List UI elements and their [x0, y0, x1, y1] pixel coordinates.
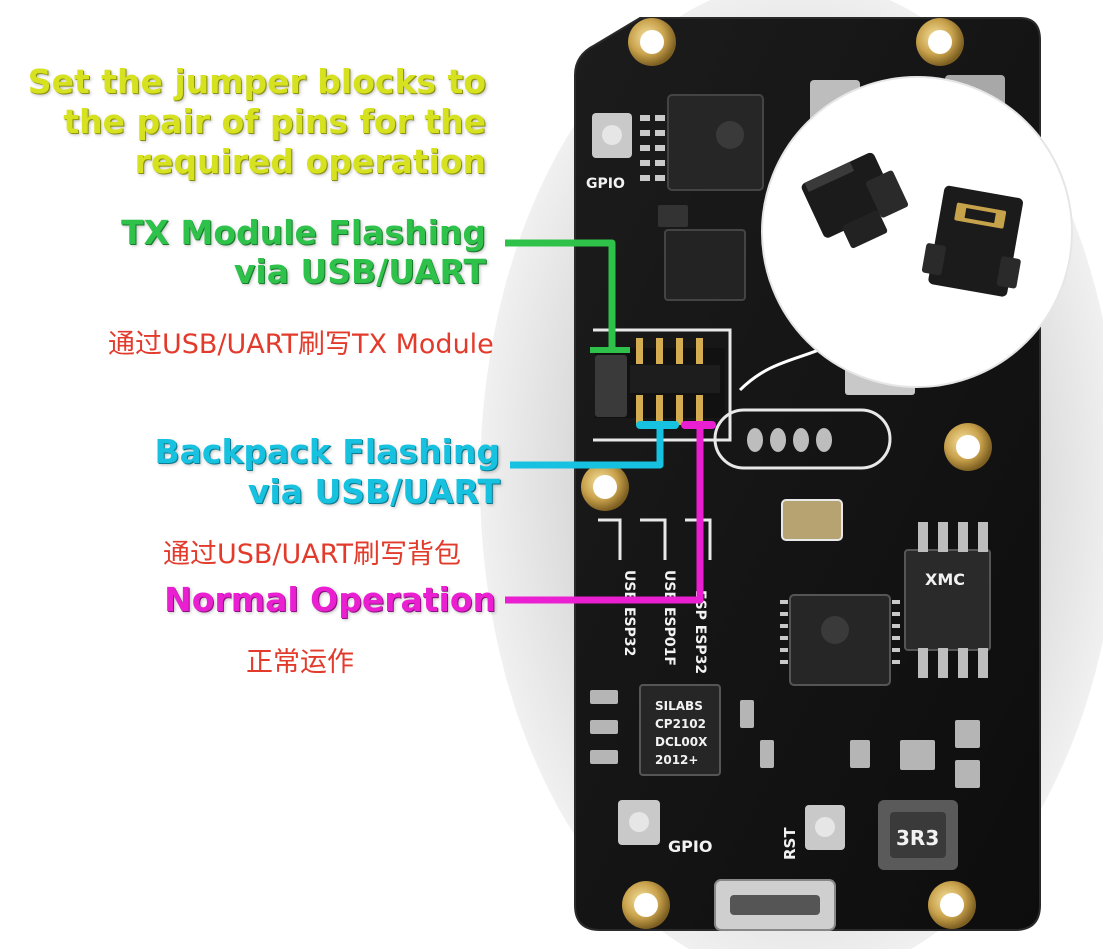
backpack-label-line1: Backpack Flashing — [154, 432, 500, 471]
mounting-hole — [916, 18, 964, 66]
silk-chip-line: CP2102 — [655, 717, 706, 731]
silk-xmc: XMC — [925, 570, 965, 589]
silk-usb-esp32: USB ESP32 — [621, 570, 637, 656]
mounting-hole — [622, 881, 670, 929]
mounting-hole — [628, 18, 676, 66]
silk-esp-esp32: ESP ESP32 — [692, 590, 708, 674]
headline-line: the pair of pins for the — [63, 102, 486, 141]
normal-leader-line — [505, 428, 704, 604]
backpack-label-chinese: 通过USB/UART刷写背包 — [163, 539, 462, 570]
silk-chip-line: 2012+ — [655, 753, 698, 767]
tx-label-line2: via USB/UART — [233, 252, 486, 291]
silk-gpio-top: GPIO — [586, 176, 625, 192]
headline-line: Set the jumper blocks to — [27, 62, 486, 101]
silk-usb-esp01f: USB ESP01F — [661, 570, 677, 666]
silk-chip-line: SILABS — [655, 699, 703, 713]
jumper-block-closeup — [761, 76, 1073, 388]
silk-inductor: 3R3 — [896, 826, 939, 850]
normal-label-chinese: 正常运作 — [246, 647, 354, 678]
silk-gpio-bottom: GPIO — [668, 837, 712, 856]
normal-label: Normal Operation — [164, 580, 496, 619]
mounting-hole — [928, 881, 976, 929]
tx-label-chinese: 通过USB/UART刷写TX Module — [108, 329, 494, 360]
backpack-label-line2: via USB/UART — [247, 472, 500, 511]
silk-rst: RST — [781, 827, 799, 860]
silk-chip-line: DCL00X — [655, 735, 708, 749]
tx-label-line1: TX Module Flashing — [121, 213, 486, 252]
tx-leader-line — [505, 239, 616, 350]
mounting-hole — [581, 463, 629, 511]
backpack-leader-line — [510, 428, 664, 469]
headline-line: required operation — [134, 142, 486, 181]
mounting-hole — [944, 423, 992, 471]
jumper-pin-header — [595, 338, 725, 425]
